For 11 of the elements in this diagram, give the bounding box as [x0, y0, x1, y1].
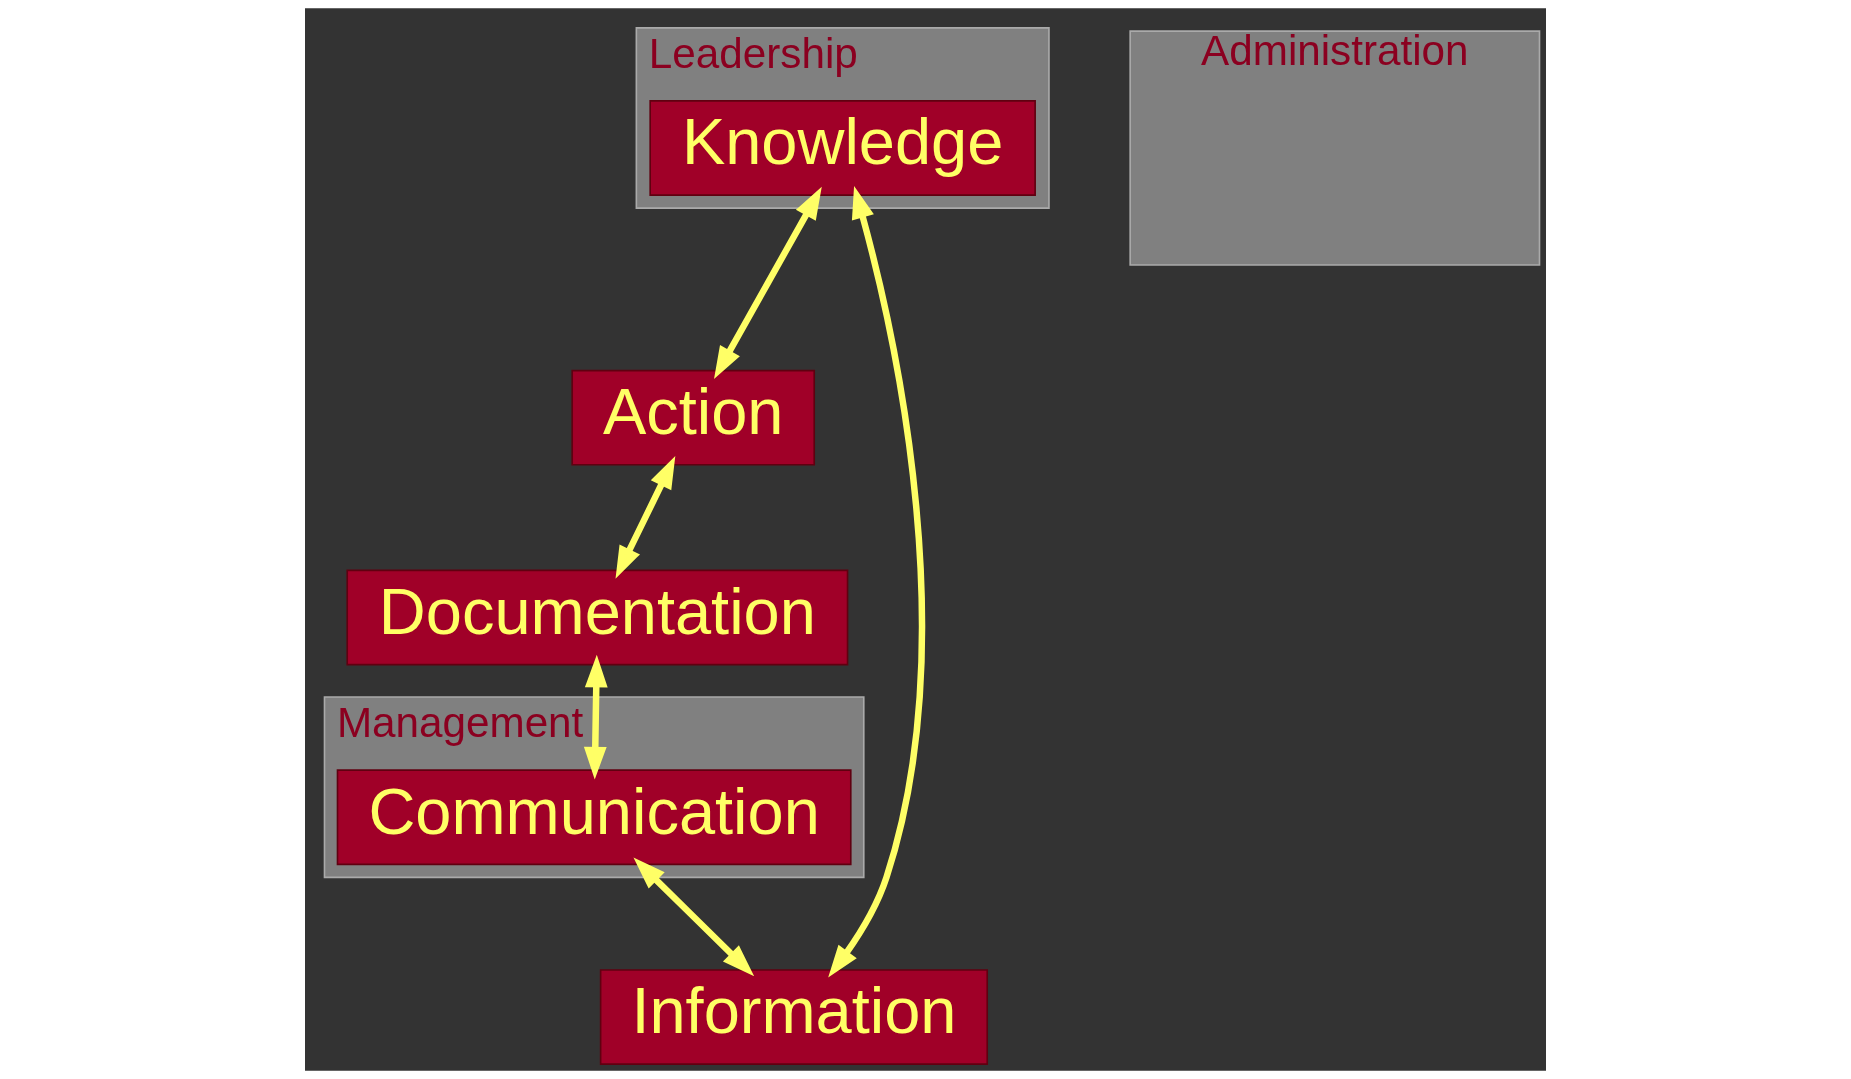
- node-box: Documentation: [346, 569, 849, 666]
- node-box: Knowledge: [649, 100, 1036, 196]
- arrow: [828, 185, 926, 978]
- arrow: [633, 857, 755, 977]
- arrow: [583, 654, 608, 780]
- node-box: Communication: [336, 769, 852, 866]
- arrow: [615, 456, 676, 579]
- node-box: Administration: [1129, 30, 1541, 266]
- node-box: Information: [599, 969, 989, 1065]
- node-box: Action: [571, 369, 816, 466]
- arrow: [714, 186, 822, 379]
